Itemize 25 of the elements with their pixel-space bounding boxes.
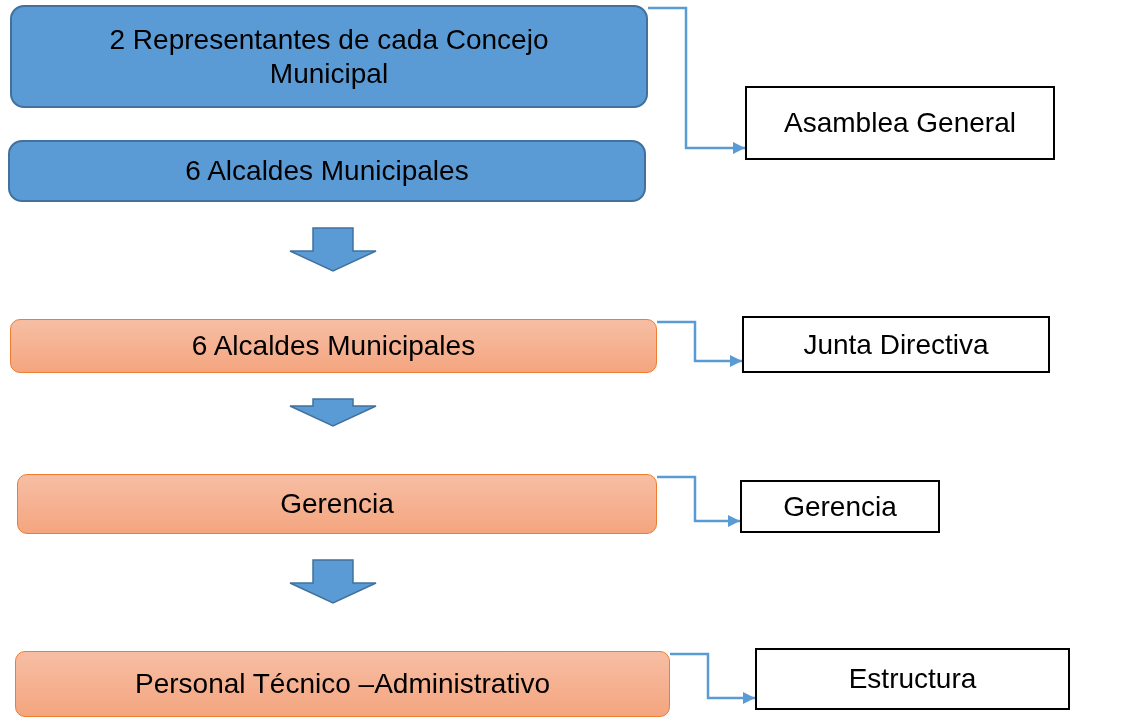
box-label: 6 Alcaldes Municipales [185, 154, 469, 188]
block-arrow [289, 398, 377, 427]
elbow-arrow [648, 6, 745, 155]
process-box [15, 651, 670, 717]
box-label: 6 Alcaldes Municipales [191, 329, 476, 363]
block-arrow [289, 559, 377, 604]
process-box [8, 140, 646, 202]
label-box [742, 316, 1050, 373]
box-label: Gerencia [783, 489, 897, 524]
elbow-arrow [657, 320, 742, 368]
block-arrow [289, 227, 377, 272]
process-box [17, 474, 657, 534]
process-box [10, 5, 648, 108]
label-box [740, 480, 940, 533]
elbow-arrow [670, 652, 755, 705]
box-label: Gerencia [280, 487, 394, 521]
elbow-arrow [657, 475, 740, 528]
box-label: Personal Técnico –Administrativo [135, 667, 550, 701]
box-label: 2 Representantes de cada Concejo Municipal [108, 22, 550, 91]
label-box [745, 86, 1055, 160]
box-label: Estructura [848, 662, 977, 696]
label-box [755, 648, 1070, 710]
box-label: Asamblea General [784, 106, 1016, 140]
box-label: Junta Directiva [803, 327, 989, 362]
process-box [10, 319, 657, 373]
